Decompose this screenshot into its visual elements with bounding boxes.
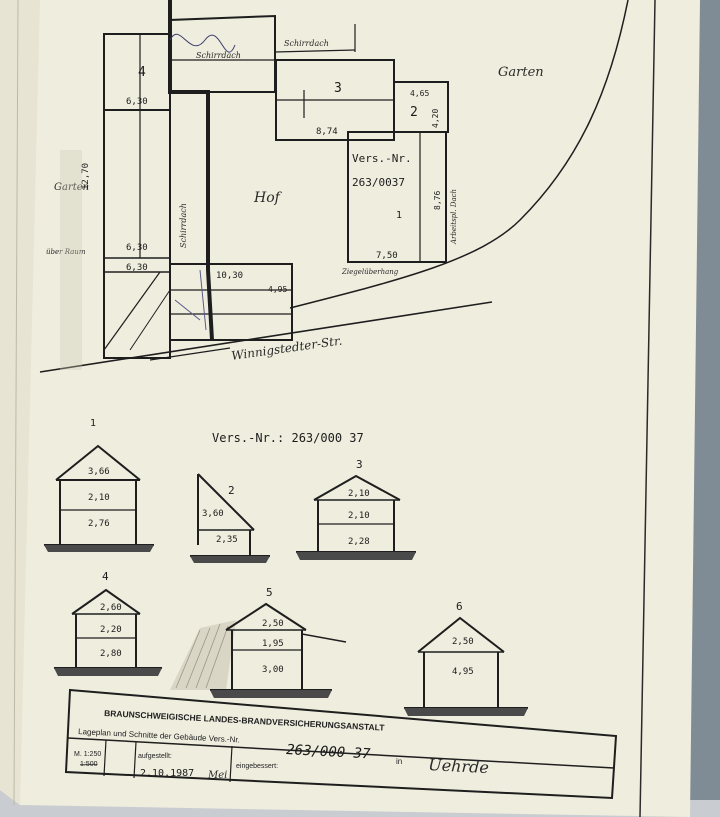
section-4: 4 2,60 2,20 2,80 (54, 570, 162, 676)
garden-label-right: Garten (498, 65, 544, 80)
section-5: 5 2,50 1,95 3,00 (170, 586, 347, 698)
insurance-label: Vers.-Nr. (352, 152, 412, 165)
dim-465: 4,65 (410, 89, 429, 98)
roof-label-1: Schirrdach (196, 51, 241, 60)
site-plan: Garten Garten Hof Winnigstedter-Str. Sch… (39, 0, 629, 373)
section-6-h2: 4,95 (452, 667, 474, 677)
place-name: Uehrde (428, 755, 490, 777)
scale-label: M. 1:250 (74, 751, 101, 758)
section-5-h1: 2,50 (262, 619, 284, 629)
section-5-h3: 3,00 (262, 665, 284, 675)
courtyard-label: Hof (253, 190, 283, 206)
insurance-number: 263/0037 (352, 176, 405, 189)
section-4-h1: 2,60 (100, 603, 122, 613)
dim-874: 8,74 (316, 127, 338, 137)
section-2-number: 2 (228, 484, 235, 497)
section-3-h1: 2,10 (348, 489, 370, 499)
plan-vers-number: 263/000 37 (286, 742, 372, 762)
building-number-2: 2 (410, 105, 418, 120)
section-3-h2: 2,10 (348, 511, 370, 521)
section-1-h3: 2,76 (88, 519, 110, 529)
section-2: 2 3,60 2,35 (190, 473, 270, 563)
section-3: 3 2,10 2,10 2,28 (296, 458, 416, 560)
building-number-1: 1 (396, 210, 402, 221)
building-number-4: 4 (138, 65, 146, 80)
roof-label-2: Schirrdach (284, 39, 329, 48)
section-1-h1: 3,66 (88, 467, 110, 477)
dim-495: 4,95 (268, 285, 287, 294)
prepared-label: aufgestellt: (138, 753, 172, 760)
dim-750: 7,50 (376, 251, 398, 261)
building-number-3: 3 (334, 81, 342, 96)
gable-label: Ziegelüberhang (341, 268, 399, 276)
section-3-number: 3 (356, 458, 363, 471)
sections-title: Vers.-Nr.: 263/000 37 (212, 431, 364, 445)
dim-420: 4,20 (431, 109, 440, 128)
section-1-number: 1 (90, 418, 96, 429)
section-1: 1 3,66 2,10 2,76 (44, 418, 154, 552)
section-6-number: 6 (456, 600, 463, 613)
updated-label: eingebessert: (236, 763, 278, 770)
dim-630-bot: 6,30 (126, 263, 148, 273)
section-4-h2: 2,20 (100, 625, 122, 635)
section-1-h2: 2,10 (88, 493, 110, 503)
paper-sheet (0, 0, 700, 817)
section-2-h2: 2,35 (216, 535, 238, 545)
section-4-number: 4 (102, 570, 109, 583)
prepared-date: 2.10.1987 (140, 768, 194, 779)
sections: Vers.-Nr.: 263/000 37 1 3,66 2,10 2,76 2… (44, 418, 528, 716)
scale-alt: 1:500 (80, 761, 98, 768)
section-5-h2: 1,95 (262, 639, 284, 649)
dim-630-mid: 6,30 (126, 243, 148, 253)
dim-1030: 10,30 (216, 271, 243, 281)
dim-876: 8,76 (433, 191, 442, 210)
side-label-left: über Raum (46, 248, 86, 256)
section-2-h1: 3,60 (202, 509, 224, 519)
in-label: in (396, 757, 402, 766)
section-6-h1: 2,50 (452, 637, 474, 647)
dim-630-top: 6,30 (126, 97, 148, 107)
signature: Mei (207, 770, 227, 781)
section-6: 6 2,50 4,95 (404, 600, 528, 716)
section-4-h3: 2,80 (100, 649, 122, 659)
dim-1270: 12,70 (81, 163, 91, 190)
roof-label-3: Schirrdach (179, 203, 188, 248)
section-3-h3: 2,28 (348, 537, 370, 547)
side-label-right: Arbeitspl. Dach (450, 189, 458, 245)
section-5-number: 5 (266, 586, 273, 599)
garden-label-left: Garten (54, 182, 89, 193)
